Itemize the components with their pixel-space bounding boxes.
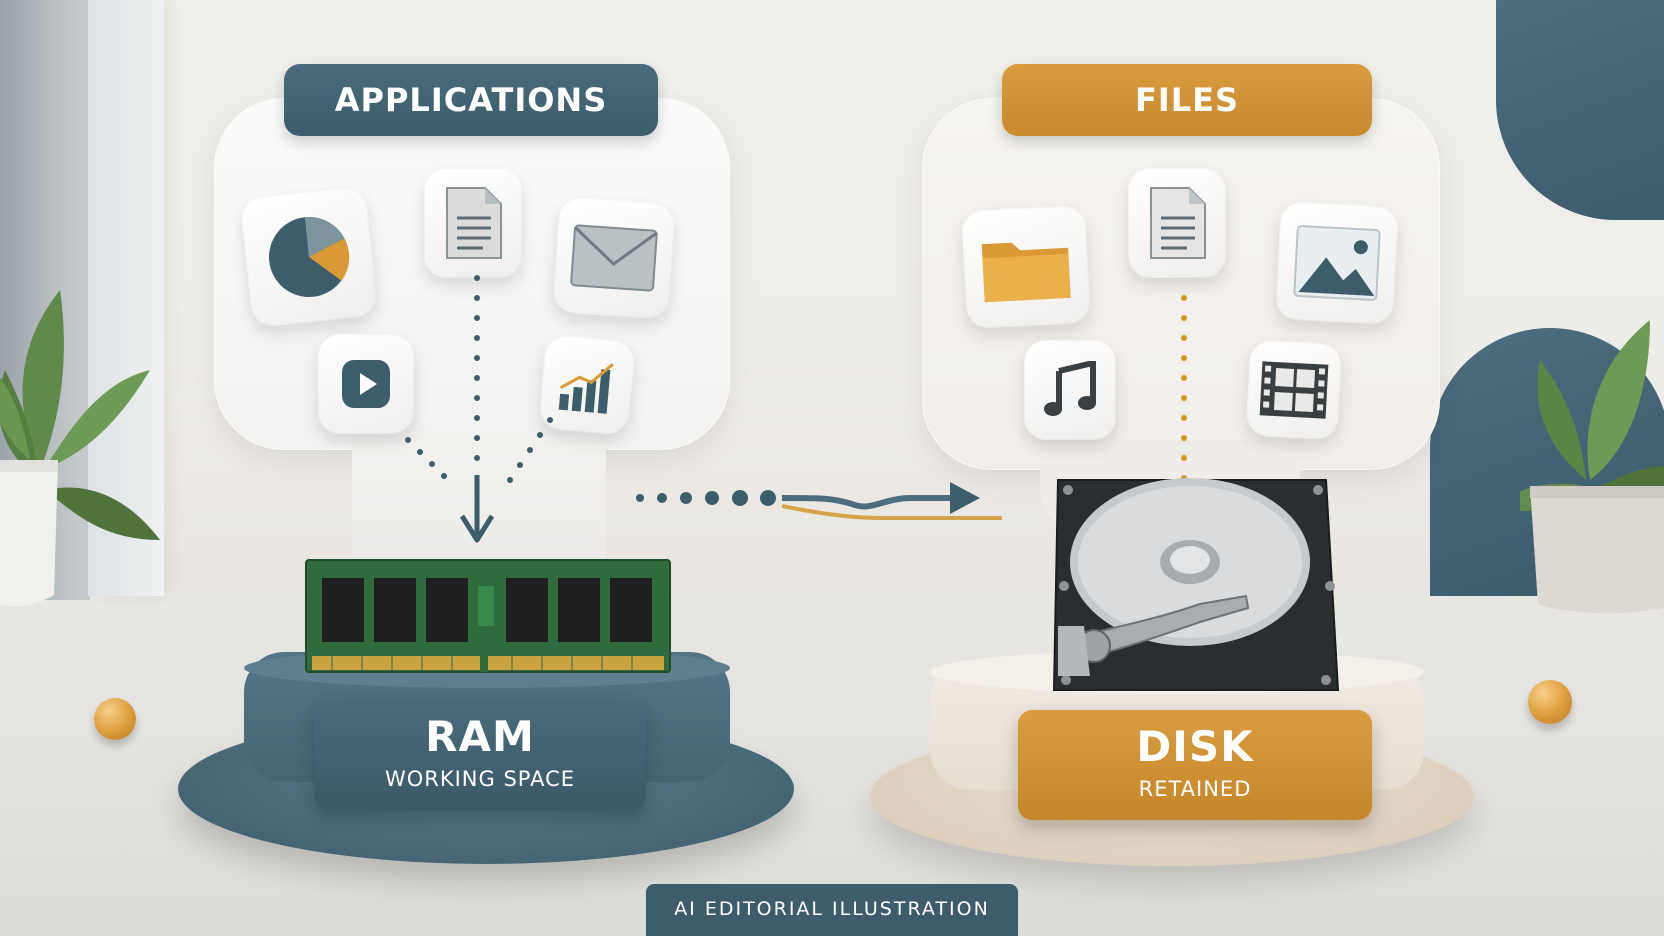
- music-note-icon: [1044, 361, 1096, 416]
- plant-right: [1520, 320, 1664, 614]
- pie-chart-tile: [239, 185, 379, 329]
- ram-module: [305, 559, 671, 673]
- apps-flow-lines: [405, 275, 553, 543]
- decor-ball-left: [94, 698, 136, 740]
- folder-tile: [960, 204, 1092, 330]
- caption-badge: AI EDITORIAL ILLUSTRATION: [646, 884, 1018, 936]
- play-icon: [342, 360, 390, 408]
- music-tile: [1024, 340, 1116, 440]
- decor-ball-right: [1528, 680, 1572, 724]
- hard-disk-drive: [1052, 478, 1340, 691]
- pie-chart-icon: [269, 217, 350, 297]
- disk-plaque: DISK RETAINED: [1018, 710, 1372, 820]
- files-label: FILES: [1002, 64, 1372, 136]
- document-icon: [1150, 187, 1206, 259]
- image-icon: [1293, 225, 1381, 301]
- ram-plaque: RAM WORKING SPACE: [314, 700, 646, 810]
- disk-subtitle: RETAINED: [1138, 777, 1252, 801]
- plant-left: [0, 290, 160, 607]
- play-tile: [318, 334, 414, 434]
- disk-title: DISK: [1136, 722, 1254, 771]
- envelope-tile: [552, 196, 676, 320]
- ram-subtitle: WORKING SPACE: [384, 767, 576, 791]
- envelope-icon: [570, 224, 658, 292]
- document-tile-apps: [424, 168, 522, 278]
- document-tile-files: [1128, 168, 1226, 278]
- document-icon: [446, 187, 502, 259]
- applications-label: APPLICATIONS: [284, 64, 658, 136]
- bar-chart-icon: [558, 363, 614, 414]
- film-tile: [1245, 339, 1343, 441]
- film-icon: [1259, 361, 1329, 419]
- bar-chart-tile: [538, 334, 636, 436]
- transfer-arrow: [636, 482, 1002, 520]
- ram-title: RAM: [425, 712, 535, 761]
- image-tile: [1274, 200, 1400, 326]
- folder-icon: [981, 242, 1071, 303]
